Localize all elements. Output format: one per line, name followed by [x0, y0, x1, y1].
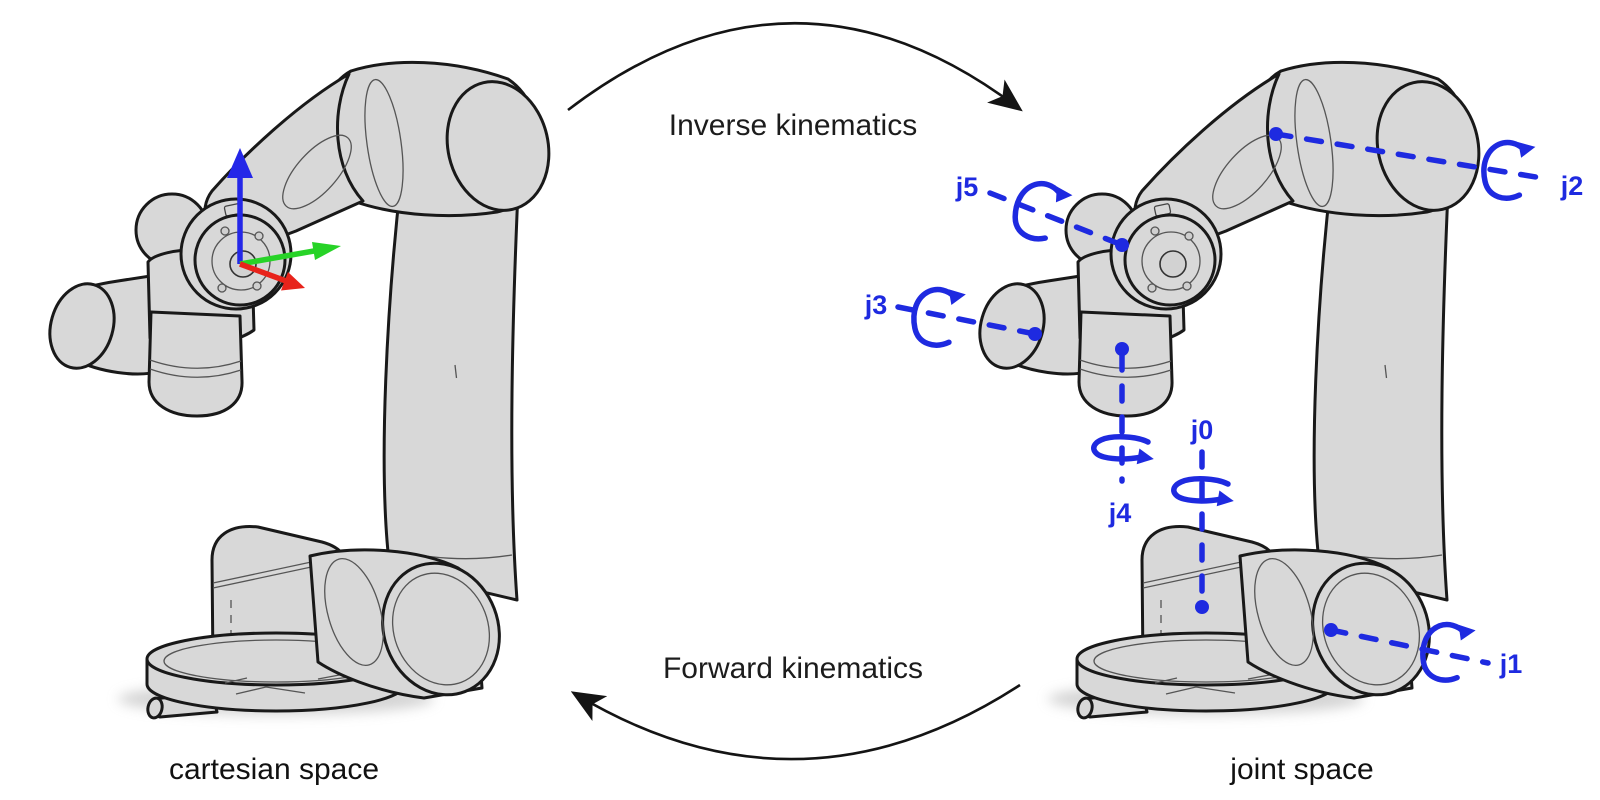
- y-axis-arrowhead-icon: [312, 242, 341, 260]
- z-axis-arrowhead-icon: [227, 148, 253, 178]
- joint-axis-dot: [1324, 623, 1338, 637]
- joint-annotation-j4: j4: [1094, 342, 1154, 528]
- x-axis-arrowhead-icon: [281, 272, 305, 291]
- forward-kinematics-arrow: [570, 683, 1021, 761]
- joint-label-j3: j3: [864, 290, 888, 320]
- forward-kinematics-label: Forward kinematics: [663, 652, 923, 685]
- joint-axis-line: [1328, 627, 1491, 666]
- tool-frame-triad: [227, 148, 341, 291]
- inverse-kinematics-arrow: [567, 22, 1023, 112]
- joint-label-j4: j4: [1108, 498, 1132, 528]
- joint-axis-dot: [1195, 600, 1209, 614]
- joint-label-j0: j0: [1190, 415, 1214, 445]
- joint-annotations: j0 j1 j2 j3 j4: [864, 127, 1583, 685]
- cartesian-space-caption: cartesian space: [169, 753, 379, 786]
- joint-axis-dot: [1115, 238, 1129, 252]
- joint-annotation-j3: j3: [864, 284, 1042, 349]
- robot-arm-cartesian: [40, 62, 561, 719]
- joint-axis-dot: [1269, 127, 1283, 141]
- joint-annotation-j0: j0: [1174, 415, 1234, 614]
- joint-axis-dot: [1115, 342, 1129, 356]
- x-axis-arrow: [239, 261, 287, 284]
- joint-axis-dot: [1028, 327, 1042, 341]
- joint-axis-line: [987, 190, 1125, 248]
- y-axis-arrow: [239, 248, 315, 267]
- joint-label-j5: j5: [955, 172, 979, 202]
- joint-annotation-j5: j5: [955, 172, 1129, 252]
- joint-label-j1: j1: [1499, 649, 1523, 679]
- robot-arm-joint-space: [970, 62, 1491, 719]
- joint-axis-line: [1273, 131, 1551, 182]
- joint-space-caption: joint space: [1229, 753, 1373, 786]
- rotation-arrow-icon: [1007, 175, 1073, 247]
- joint-label-j2: j2: [1560, 171, 1584, 201]
- joint-annotation-j1: j1: [1324, 619, 1522, 685]
- inverse-kinematics-label: Inverse kinematics: [669, 109, 917, 142]
- joint-axis-line: [895, 304, 1038, 337]
- joint-annotation-j2: j2: [1269, 127, 1583, 202]
